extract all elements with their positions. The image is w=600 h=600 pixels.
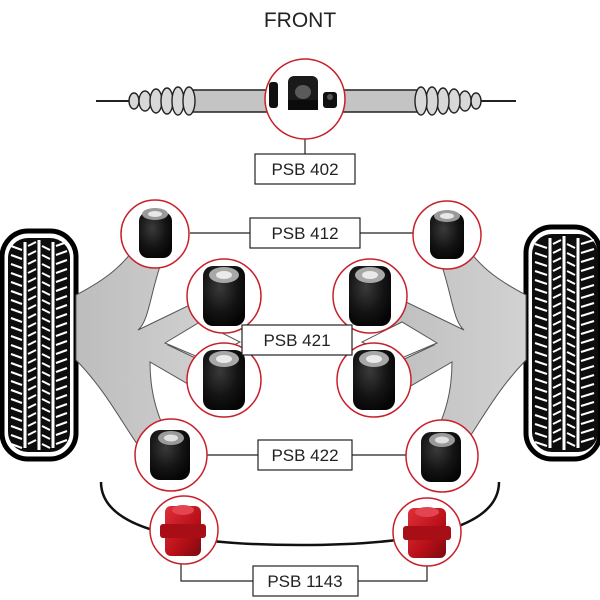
tyre-right (523, 224, 600, 462)
label-psb1143: PSB 1143 (252, 565, 359, 597)
rack-boot-left (128, 86, 196, 116)
label-psb402: PSB 402 (254, 153, 356, 185)
callout-psb402[interactable] (264, 58, 346, 140)
rack-boot-right (414, 86, 482, 116)
subframe-curve (99, 481, 501, 547)
callout-psb1143-right[interactable] (392, 497, 462, 567)
label-psb422: PSB 422 (257, 439, 353, 471)
front-title: FRONT (264, 9, 336, 32)
label-psb412: PSB 412 (249, 217, 361, 249)
svg-text:PSB 1143: PSB 1143 (267, 572, 342, 591)
callout-psb422-left[interactable] (134, 418, 208, 492)
callout-psb412-left[interactable] (120, 199, 190, 269)
svg-text:PSB 421: PSB 421 (263, 331, 330, 350)
svg-text:PSB 412: PSB 412 (271, 224, 338, 243)
callout-psb421-upper-left[interactable] (186, 258, 262, 334)
callout-psb1143-left[interactable] (149, 495, 219, 565)
callout-psb422-right[interactable] (405, 419, 479, 493)
svg-text:PSB 422: PSB 422 (271, 446, 338, 465)
callout-psb421-lower-left[interactable] (186, 342, 262, 418)
callout-psb421-lower-right[interactable] (336, 342, 412, 418)
svg-text:PSB 402: PSB 402 (271, 160, 338, 179)
callout-psb412-right[interactable] (412, 200, 482, 270)
callout-psb421-upper-right[interactable] (332, 258, 408, 334)
label-psb421: PSB 421 (241, 324, 353, 356)
tyre-left (0, 228, 79, 462)
